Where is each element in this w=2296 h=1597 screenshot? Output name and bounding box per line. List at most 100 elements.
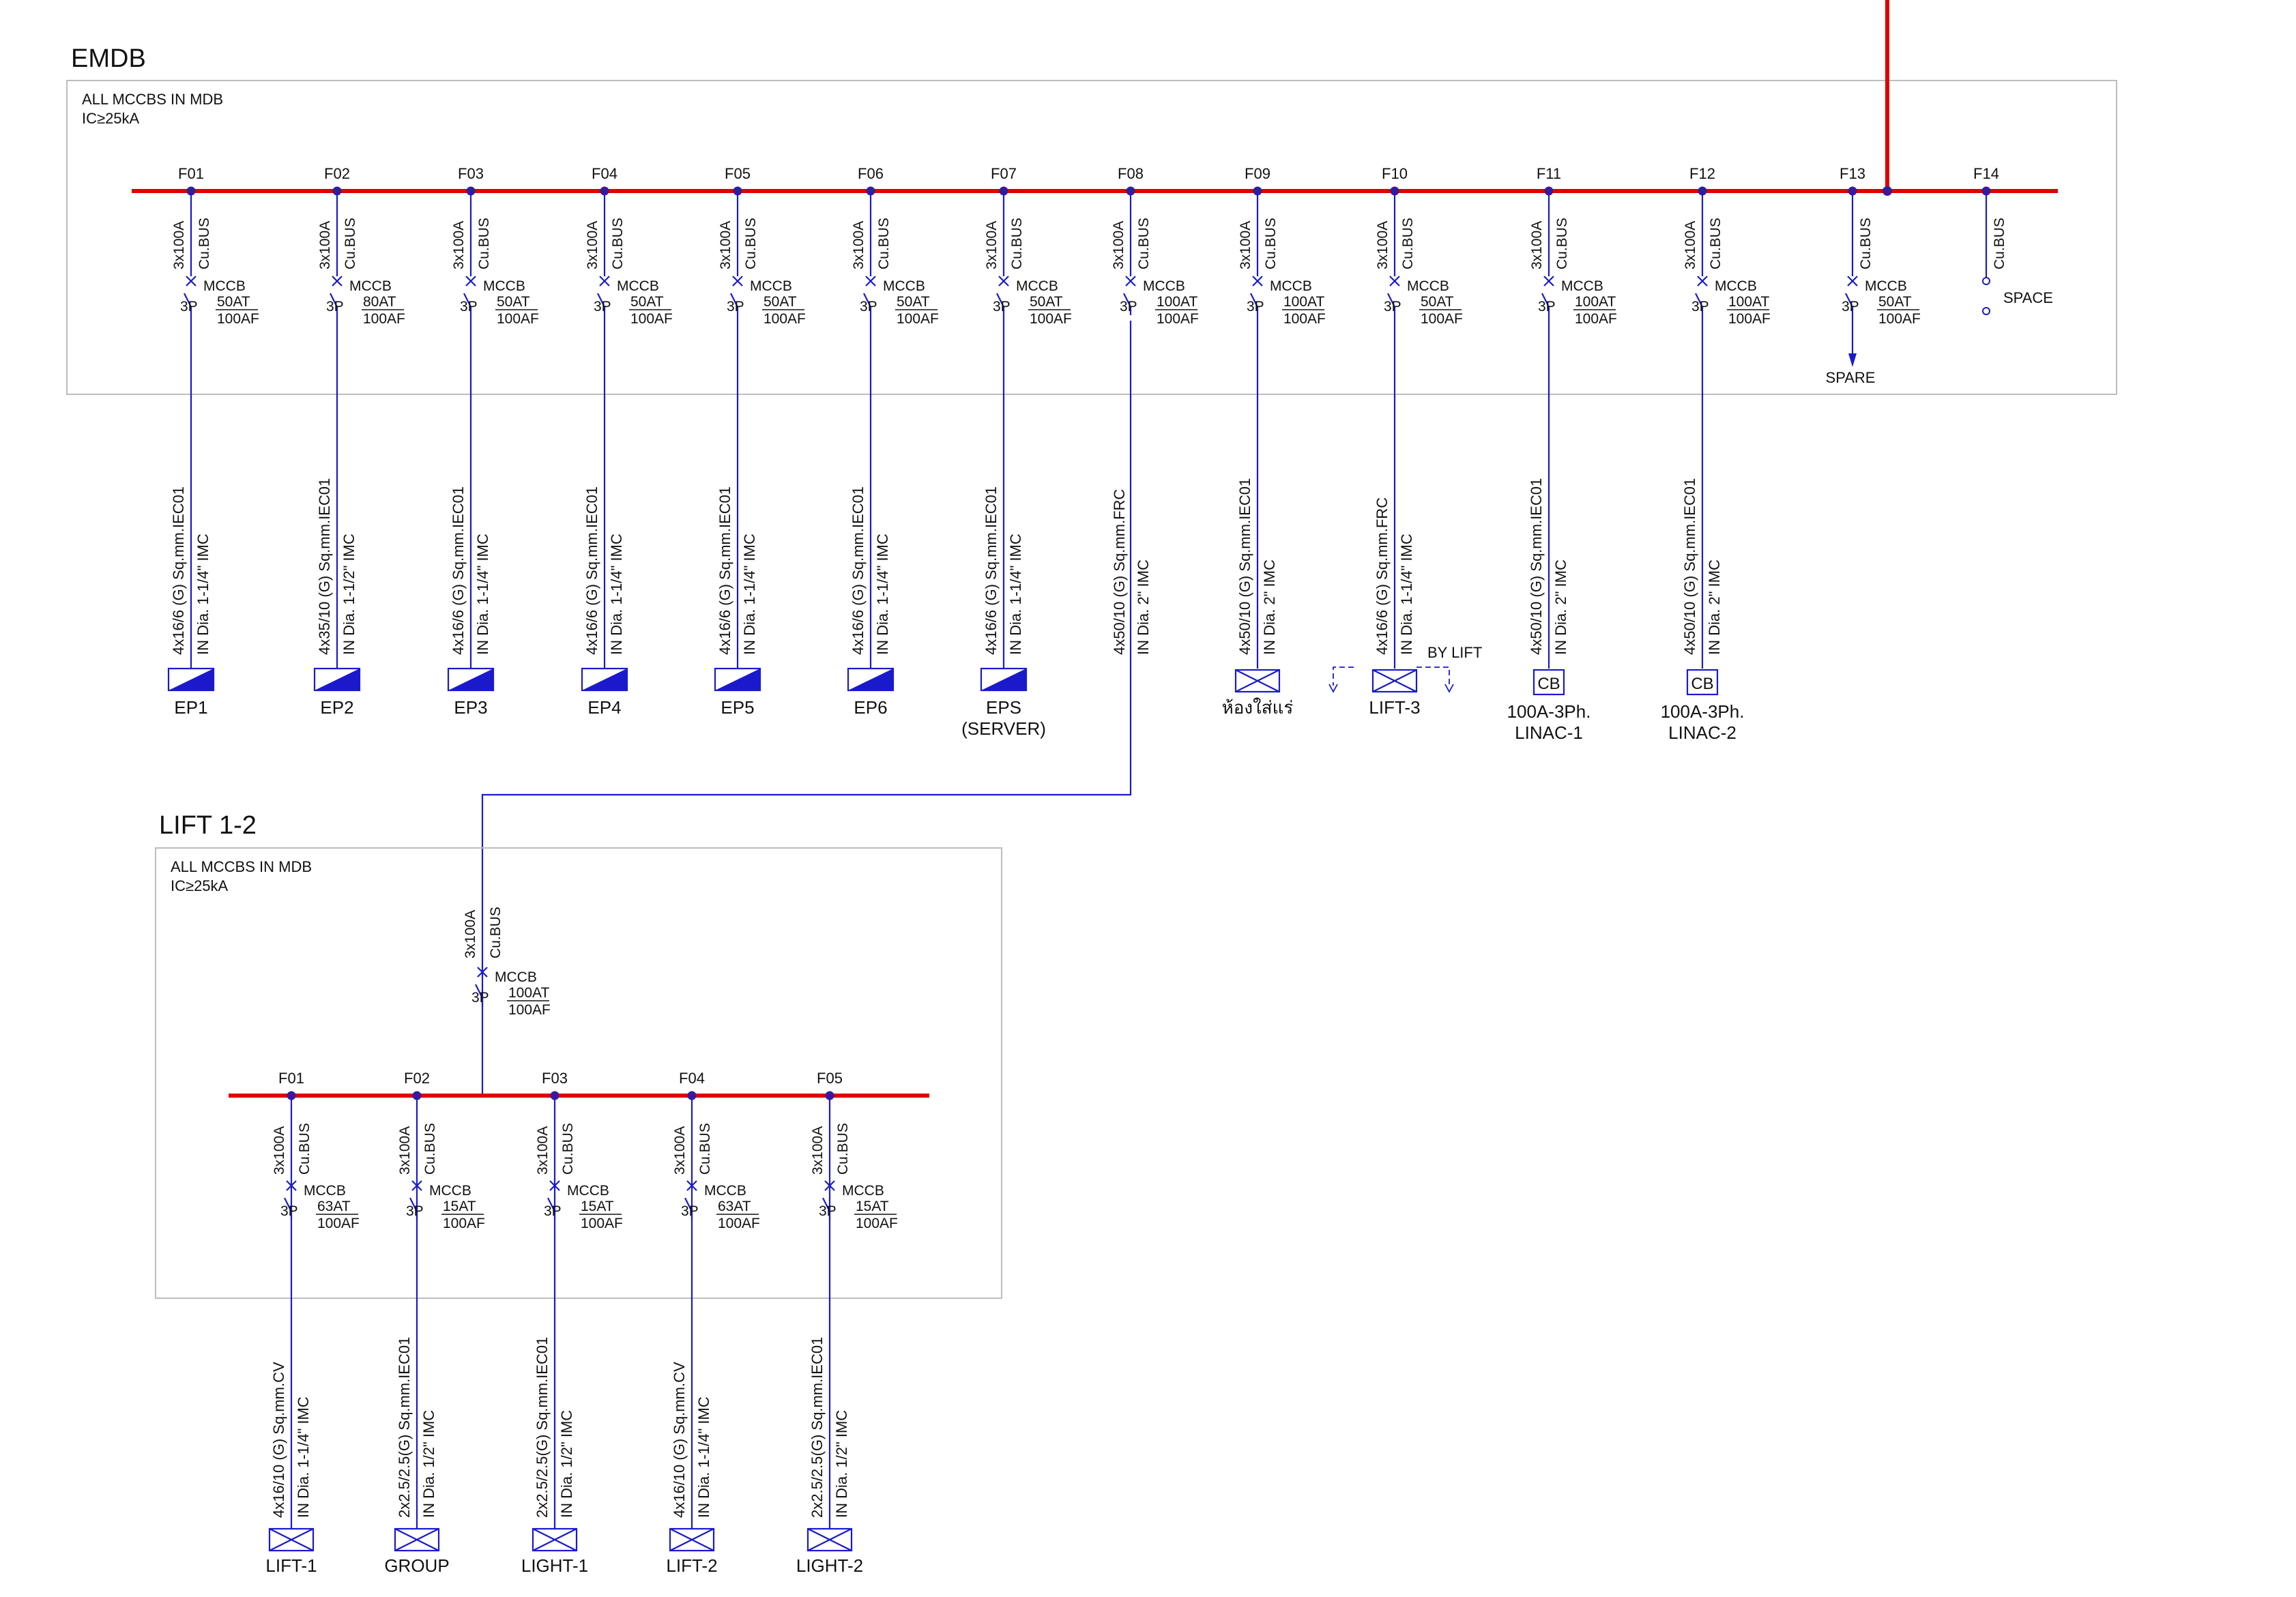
feeder-id: F10 [1382,165,1408,182]
breaker-poles-label: 3P [180,299,198,314]
bus-material-label: Cu.BUS [343,218,358,269]
breaker-type-label: MCCB [1270,278,1312,294]
panel-note: ALL MCCBS IN MDB [82,91,223,108]
bus-material-label: Cu.BUS [488,907,504,958]
breaker-frame-rating: 100AF [630,311,673,327]
breaker-frame-rating: 100AF [718,1216,760,1231]
riser-cable-f08 [481,321,1132,1095]
load-label: SPARE [1826,369,1876,386]
breaker-trip-rating: 15AT [581,1199,614,1214]
breaker-poles-label: 3P [1538,299,1556,314]
cable-spec-label: 4x16/10 (G) Sq.mm.CV [671,1362,688,1518]
bus-material-label: Cu.BUS [1136,218,1152,269]
breaker-frame-rating: 100AF [363,311,405,327]
panel-enclosure [155,847,1002,1299]
conduit-spec-label: IN Dia. 1-1/4" IMC [741,533,758,655]
open-terminal [1982,277,1990,285]
panelboard-fill [315,669,360,690]
isolator-symbol [186,276,197,287]
feeder-id: F01 [178,165,204,182]
breaker-contact [597,293,606,315]
load-box-symbol [669,1527,715,1552]
breaker-contact [1541,293,1550,315]
breaker-contact [1123,293,1132,315]
feeder-id: F06 [858,165,884,182]
isolator-symbol [549,1180,560,1191]
breaker-type-label: MCCB [1143,278,1185,294]
bus-rating-label: 3x100A [1238,221,1253,269]
feeder-id: F02 [324,165,350,182]
isolator-symbol [411,1180,422,1191]
load-label: LIGHT-2 [796,1555,863,1576]
isolator-stroke [1252,276,1263,287]
breaker-frame-rating: 100AF [317,1216,360,1231]
breaker-type-label: MCCB [495,969,537,985]
breaker-frame-rating: 100AF [1283,311,1326,327]
breaker-type-label: MCCB [750,278,792,294]
breaker-frame-rating: 100AF [764,311,806,327]
load-box-diagonal [1235,669,1280,692]
load-label-secondary: (SERVER) [961,718,1046,739]
isolator-stroke [286,1180,297,1191]
isolator-stroke [732,276,743,287]
breaker-trip-rating: 63AT [718,1199,751,1214]
cable-spec-label: 2x2.5/2.5(G) Sq.mm.IEC01 [809,1337,826,1518]
load-box-symbol [1234,669,1281,693]
breaker-frame-rating: 100AF [1157,311,1199,327]
cb-enclosure-symbol [1532,669,1565,696]
breaker-type-label: MCCB [1561,278,1603,294]
lift-load-symbol [1371,669,1418,693]
breaker-trip-rating: 100AT [1157,294,1197,310]
bus-rating-label: 3x100A [1683,221,1698,269]
bus-rating-label: 3x100A [317,221,333,269]
load-box-diagonal [532,1528,577,1551]
isolator-stroke [1543,276,1554,287]
breaker-poles-label: 3P [471,990,489,1006]
panel-note: IC≥25kA [171,877,229,894]
isolator-symbol [1847,276,1858,287]
load-label: EP2 [320,697,353,718]
load-label: EP6 [854,697,887,718]
bus-material-label: Cu.BUS [1263,218,1279,269]
breaker-contact [684,1197,693,1220]
bus-material-label: Cu.BUS [197,218,212,269]
bus-rating-label: 3x100A [672,1126,688,1175]
breaker-trip-rating: 50AT [630,294,664,310]
feeder-id: F08 [1118,165,1144,182]
isolator-stroke [465,276,476,287]
load-label: ห้องใส่แร่ [1222,697,1294,718]
bus-rating-label: 3x100A [397,1126,413,1175]
feeder-id: F07 [991,165,1017,182]
breaker-frame-rating: 100AF [443,1216,485,1231]
breaker-poles-label: 3P [1120,299,1137,314]
breaker-poles-label: 3P [819,1203,837,1219]
panelboard-fill [448,669,493,690]
panel-title: EMDB [71,44,146,73]
breaker-type-label: MCCB [567,1183,609,1199]
breaker-type-label: MCCB [349,278,392,294]
isolator-stroke [686,1180,697,1191]
breaker-contact [863,293,872,315]
load-box-symbol [532,1527,578,1552]
isolator-stroke [998,276,1009,287]
breaker-type-label: MCCB [1865,278,1907,294]
feeder-id: F05 [817,1070,843,1087]
cable-spec-label: 2x2.5/2.5(G) Sq.mm.IEC01 [396,1337,413,1518]
breaker-contact [184,293,192,315]
isolator-symbol [824,1180,835,1191]
feeder-id: F04 [679,1070,705,1087]
panel-title: LIFT 1-2 [159,811,257,840]
conduit-spec-label: IN Dia. 1/2" IMC [833,1410,850,1518]
breaker-type-label: MCCB [1016,278,1058,294]
